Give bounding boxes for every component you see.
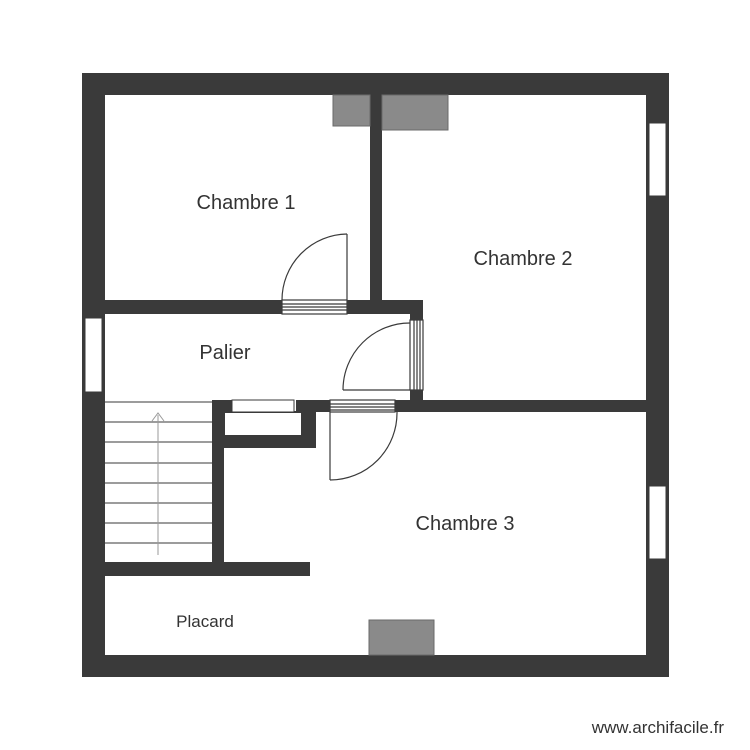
label-chambre-1: Chambre 1 bbox=[197, 192, 296, 214]
small-closet bbox=[223, 411, 303, 437]
window-chambre3 bbox=[648, 485, 667, 560]
label-placard: Placard bbox=[176, 612, 234, 631]
wall-chambre1-bottom-right bbox=[347, 300, 423, 314]
wall-stair-right bbox=[212, 400, 224, 562]
stair-arrow-icon bbox=[151, 412, 165, 422]
interior-walls bbox=[105, 95, 646, 576]
wall-chambre1-bottom bbox=[105, 300, 282, 314]
outer-wall-top bbox=[82, 73, 669, 95]
door-chambre3 bbox=[329, 399, 398, 481]
radiator-chambre2 bbox=[381, 94, 449, 131]
door-chambre2 bbox=[342, 319, 424, 391]
label-palier: Palier bbox=[199, 342, 250, 364]
window-chambre2 bbox=[648, 122, 667, 197]
radiator-chambre3 bbox=[368, 619, 435, 656]
doors bbox=[281, 233, 424, 481]
wall-palier-right-top bbox=[410, 300, 423, 320]
wall-chambre2-bottom bbox=[395, 400, 646, 412]
label-chambre-2: Chambre 2 bbox=[474, 248, 573, 270]
fixtures bbox=[332, 94, 449, 656]
wall-closet-right bbox=[302, 400, 316, 447]
wall-placard-top bbox=[105, 562, 310, 576]
door-chambre1 bbox=[281, 233, 348, 315]
radiator-chambre1 bbox=[332, 94, 371, 127]
windows bbox=[84, 122, 667, 560]
watermark-text: www.archifacile.fr bbox=[591, 718, 725, 737]
wall-between-chambre1-chambre2 bbox=[370, 95, 382, 300]
wall-closet-bottom bbox=[212, 436, 316, 448]
window-palier bbox=[84, 317, 103, 393]
staircase bbox=[105, 401, 212, 555]
outer-wall-bottom bbox=[82, 655, 669, 677]
closet-opening bbox=[231, 399, 295, 413]
label-chambre-3: Chambre 3 bbox=[416, 513, 515, 535]
